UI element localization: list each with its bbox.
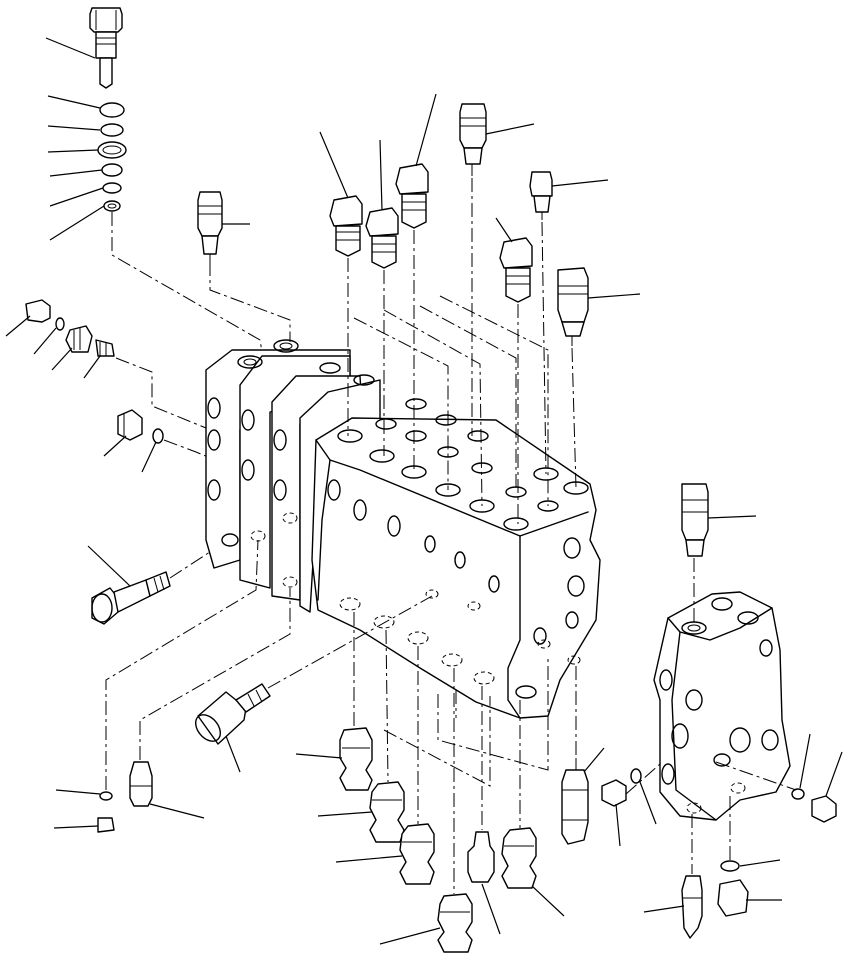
bottom-valves <box>339 727 589 953</box>
left-bottom-parts <box>97 761 153 833</box>
right-dashlines <box>625 761 797 874</box>
right-auxiliary-block <box>653 591 791 821</box>
leader-1 <box>45 37 96 59</box>
top-relief-valves <box>459 103 589 346</box>
top-leaders <box>319 93 641 299</box>
dashline-left-3 <box>115 357 207 429</box>
leader-5 <box>87 545 131 587</box>
spool-bolt-left <box>91 571 171 625</box>
top-dashlines <box>347 178 577 524</box>
o-ring-leaders <box>47 95 105 241</box>
plug-left-set <box>25 299 115 357</box>
leader-4 <box>141 441 157 473</box>
main-valve-block <box>205 339 601 719</box>
left-bottom-leaders <box>53 789 205 829</box>
center-spool <box>194 683 271 745</box>
o-ring-stack <box>97 102 127 212</box>
relief-valve-top-left <box>89 7 123 89</box>
dashline-left-2 <box>209 262 291 342</box>
center-dashline <box>267 595 433 689</box>
bottom-dashlines <box>353 612 577 894</box>
bottom-leaders <box>225 735 605 945</box>
right-small-leaders <box>615 733 843 913</box>
leader-3 <box>103 435 127 457</box>
dashline-left-5 <box>169 547 217 579</box>
dashline-left-1 <box>111 212 263 353</box>
plug-side-left <box>117 409 164 444</box>
relief-valve-small-left <box>197 191 223 262</box>
plug-left-leaders <box>5 315 101 379</box>
right-leader-1 <box>707 515 757 519</box>
top-plugs <box>329 163 533 303</box>
left-bottom-dashlines <box>105 539 291 790</box>
right-small-parts <box>601 768 837 939</box>
right-relief-valve <box>681 483 709 557</box>
